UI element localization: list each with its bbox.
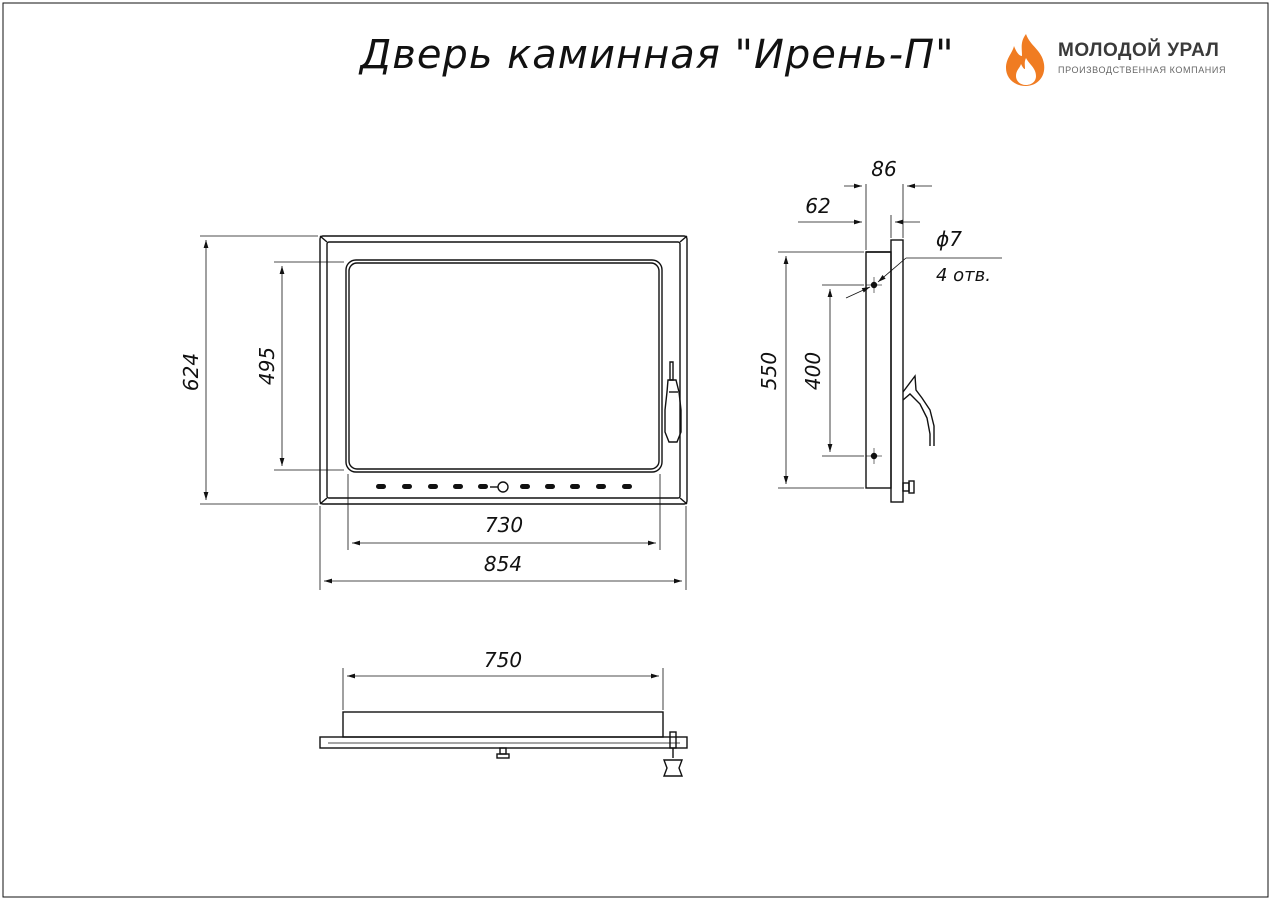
dim-height-frame: 550 [757, 352, 781, 390]
dim-width-body: 750 [484, 648, 522, 672]
top-view [319, 668, 688, 777]
dim-height-outer: 624 [179, 353, 203, 391]
dim-hole-count: 4 отв. [936, 265, 991, 286]
door-outer-frame [319, 235, 688, 505]
front-view [200, 235, 688, 590]
flame-icon [1006, 34, 1045, 86]
company-logo: МОЛОДОЙ УРАЛ ПРОИЗВОДСТВЕННАЯ КОМПАНИЯ [1000, 32, 1250, 88]
top-handle [662, 731, 684, 777]
door-inner-frame [326, 241, 681, 499]
logo-subtitle: ПРОИЗВОДСТВЕННАЯ КОМПАНИЯ [1058, 65, 1227, 75]
glass-outline [345, 259, 663, 473]
dim-depth-frame: 62 [805, 194, 830, 218]
vent-knob [497, 481, 509, 493]
side-plate [890, 239, 904, 503]
drawing-title: Дверь каминная "Ирень-П" [360, 32, 955, 78]
side-handle [902, 374, 935, 446]
dim-hole-diameter: ϕ7 [936, 227, 962, 251]
logo-name: МОЛОДОЙ УРАЛ [1058, 40, 1220, 61]
side-view [778, 183, 1002, 503]
top-vent-knob [499, 747, 507, 755]
top-plate [319, 736, 688, 749]
dim-height-glass: 495 [255, 347, 279, 385]
door-handle [664, 361, 682, 443]
glass-inner [348, 262, 660, 470]
top-body [342, 711, 664, 738]
dim-width-glass: 730 [485, 513, 523, 537]
dim-width-outer: 854 [484, 552, 522, 576]
side-knob [902, 482, 910, 492]
vent-slots [376, 484, 632, 489]
dim-depth-total: 86 [871, 157, 896, 181]
dim-hole-spacing: 400 [801, 352, 825, 390]
